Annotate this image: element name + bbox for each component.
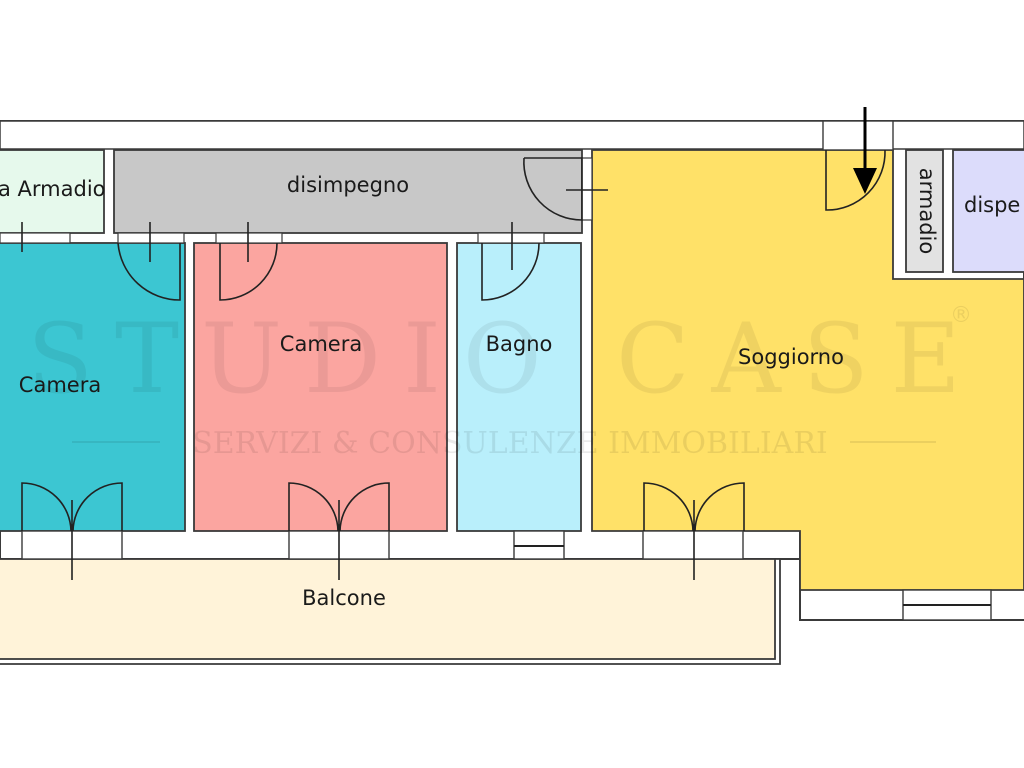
room-soggiorno-label: Soggiorno — [738, 345, 844, 369]
watermark-tagline: SERVIZI & CONSULENZE IMMOBILIARI — [192, 426, 828, 461]
door-disimpegno-soggiorno — [523, 157, 608, 221]
room-armadio: armadio — [905, 149, 944, 273]
window-soggiorno-balcone — [642, 530, 744, 560]
door-entrance — [825, 149, 886, 211]
room-camera-left-label: Camera — [19, 373, 101, 397]
room-dispensa-label: dispe — [964, 193, 1020, 217]
door-camera-left — [117, 222, 181, 301]
room-balcone-label: Balcone — [302, 586, 386, 610]
room-cabina-armadio: a Armadio — [0, 149, 106, 234]
room-camera-middle-area — [193, 242, 448, 532]
room-dispensa-area — [952, 149, 1024, 273]
room-camera-middle: Camera — [193, 242, 448, 532]
opening-disimpegno-top — [0, 232, 71, 244]
room-disimpegno-label: disimpegno — [287, 173, 409, 197]
door-swing-icons — [21, 149, 886, 580]
room-camera-middle-label: Camera — [280, 332, 362, 356]
door-camera-middle — [219, 222, 278, 301]
opening-entrance — [822, 120, 894, 151]
room-cabina-armadio-area — [0, 149, 105, 234]
room-cabina-armadio-label: a Armadio — [0, 177, 106, 201]
room-bagno-area — [456, 242, 582, 532]
opening-bagno-door — [477, 232, 545, 244]
room-armadio-area — [905, 149, 944, 273]
entrance-arrow-icon — [853, 107, 877, 194]
room-bagno: Bagno — [456, 242, 582, 532]
opening-camera-middle-door — [215, 232, 283, 244]
door-camera-middle-balcone — [288, 482, 390, 580]
room-disimpegno-area — [113, 149, 583, 234]
door-bagno — [481, 222, 540, 301]
watermark: STUDIO CASE ® SERVIZI & CONSULENZE IMMOB… — [27, 303, 982, 461]
watermark-registered: ® — [950, 303, 972, 328]
watermark-brand: STUDIO CASE — [27, 303, 982, 415]
room-bagno-label: Bagno — [486, 332, 553, 356]
opening-soggiorno-door — [581, 157, 593, 221]
room-balcone-area — [0, 558, 776, 660]
opening-camera-left-door — [117, 232, 185, 244]
door-camera-left-balcone — [21, 482, 123, 580]
door-soggiorno-balcone — [643, 482, 745, 580]
room-armadio-label: armadio — [915, 168, 939, 254]
room-balcone: Balcone — [0, 558, 781, 665]
room-disimpegno: disimpegno — [113, 149, 583, 234]
room-dispensa: dispe — [952, 149, 1024, 273]
